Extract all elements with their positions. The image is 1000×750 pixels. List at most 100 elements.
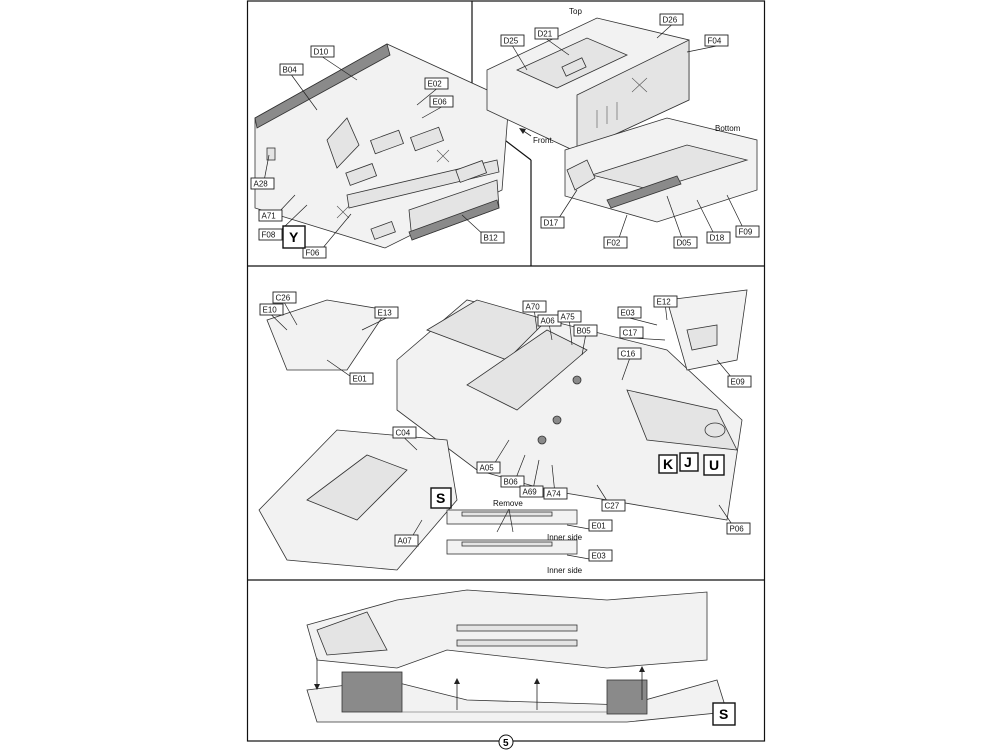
callout-label: F02	[607, 239, 621, 248]
callout-leader-line	[291, 74, 318, 111]
part-callout-c04: C04	[392, 426, 418, 451]
callout-leader-line	[581, 335, 586, 356]
callout-label: A71	[262, 212, 277, 221]
sub-assembly-marker-s: S	[430, 487, 452, 509]
part-callout-f06: F06	[302, 213, 352, 259]
callout-label: E10	[263, 306, 278, 315]
callout-leader-line	[361, 317, 387, 331]
callout-leader-line	[284, 302, 298, 326]
instruction-drawing: D10B04E02E06A28A71F08F06B12YD25D21D26F04…	[246, 0, 766, 750]
callout-label: C17	[623, 329, 638, 338]
label-inner-side-1: Inner side	[547, 533, 583, 542]
callout-box	[601, 499, 626, 512]
callout-box	[534, 27, 559, 40]
part-callout-e06: E06	[421, 95, 454, 119]
part-callout-e03: E03	[617, 306, 658, 326]
callout-leader-line	[546, 38, 570, 56]
part-callout-e12: E12	[653, 295, 678, 321]
callout-box	[727, 375, 752, 388]
marker-box	[679, 452, 699, 472]
marker-box	[712, 702, 736, 726]
label-remove: Remove	[493, 499, 523, 508]
callout-box	[392, 426, 417, 439]
callout-leader-line	[404, 437, 418, 451]
callout-label: D10	[314, 48, 329, 57]
part-callout-a69: A69	[519, 459, 544, 498]
callout-label: F06	[306, 249, 320, 258]
callout-box	[519, 485, 544, 498]
label-bottom: Bottom	[715, 124, 741, 133]
part-callout-d10: D10	[310, 45, 358, 81]
marker-label: S	[719, 706, 728, 722]
callout-leader-line	[656, 24, 672, 39]
callout-label: C27	[605, 502, 620, 511]
part-callout-e10: E10	[259, 303, 288, 331]
callout-leader-line	[569, 321, 573, 346]
callout-box	[279, 63, 304, 76]
marker-box	[430, 487, 452, 509]
callout-label: E06	[433, 98, 448, 107]
callout-box	[250, 177, 275, 190]
part-callout-f08: F08	[258, 204, 308, 241]
callout-leader-line	[421, 106, 442, 119]
part-callout-b12: B12	[461, 214, 505, 244]
marker-label: U	[709, 457, 719, 473]
part-callout-e13: E13	[361, 306, 399, 331]
callout-box	[557, 310, 582, 323]
callout-box	[617, 347, 642, 360]
callout-label: A07	[398, 537, 413, 546]
callout-box	[673, 236, 698, 249]
callout-box	[603, 236, 628, 249]
part-callout-d25: D25	[500, 34, 528, 71]
callout-label: E01	[353, 375, 368, 384]
part-callout-f04: F04	[686, 34, 729, 53]
label-top: Top	[569, 7, 582, 16]
callout-label: A05	[480, 464, 495, 473]
callout-leader-line	[629, 317, 658, 326]
part-callout-e03: E03	[566, 549, 613, 562]
callout-box	[480, 231, 505, 244]
callout-box	[588, 549, 613, 562]
callout-box	[424, 77, 449, 90]
callout-box	[704, 34, 729, 47]
callout-box	[573, 324, 598, 337]
callout-label: E09	[731, 378, 746, 387]
sub-assembly-marker-k: K	[658, 454, 678, 474]
callout-box	[302, 246, 327, 259]
callout-label: E01	[592, 522, 607, 531]
part-callout-e01: E01	[566, 519, 613, 532]
callout-layer: D10B04E02E06A28A71F08F06B12YD25D21D26F04…	[250, 13, 760, 726]
callout-label: A75	[561, 313, 576, 322]
part-callout-d18: D18	[696, 199, 731, 244]
part-callout-a28: A28	[250, 154, 275, 190]
callout-box	[735, 225, 760, 238]
callout-box	[476, 461, 501, 474]
part-callout-e02: E02	[416, 77, 449, 106]
chassis-assembly	[258, 289, 748, 571]
callout-box	[540, 216, 565, 229]
part-callout-d05: D05	[666, 195, 698, 249]
callout-leader-line	[665, 306, 668, 321]
part-callout-e01: E01	[326, 359, 374, 385]
marker-box	[703, 454, 725, 476]
callout-label: A28	[254, 180, 269, 189]
part-callout-a05: A05	[476, 439, 510, 474]
callout-box	[258, 228, 283, 241]
callout-box	[500, 475, 525, 488]
callout-box	[706, 231, 731, 244]
callout-label: D05	[677, 239, 692, 248]
callout-box	[726, 522, 751, 535]
sub-assembly-marker-u: U	[703, 454, 725, 476]
sub-assembly-marker-j: J	[679, 452, 699, 472]
sub-assembly-marker-s: S	[712, 702, 736, 726]
callout-leader-line	[686, 45, 717, 53]
callout-label: A70	[526, 303, 541, 312]
part-callout-f02: F02	[603, 214, 628, 249]
callout-leader-line	[416, 88, 437, 106]
callout-leader-line	[621, 358, 630, 381]
callout-box	[653, 295, 678, 308]
marker-label: S	[436, 490, 445, 506]
callout-label: E03	[592, 552, 607, 561]
callout-label: B12	[484, 234, 499, 243]
